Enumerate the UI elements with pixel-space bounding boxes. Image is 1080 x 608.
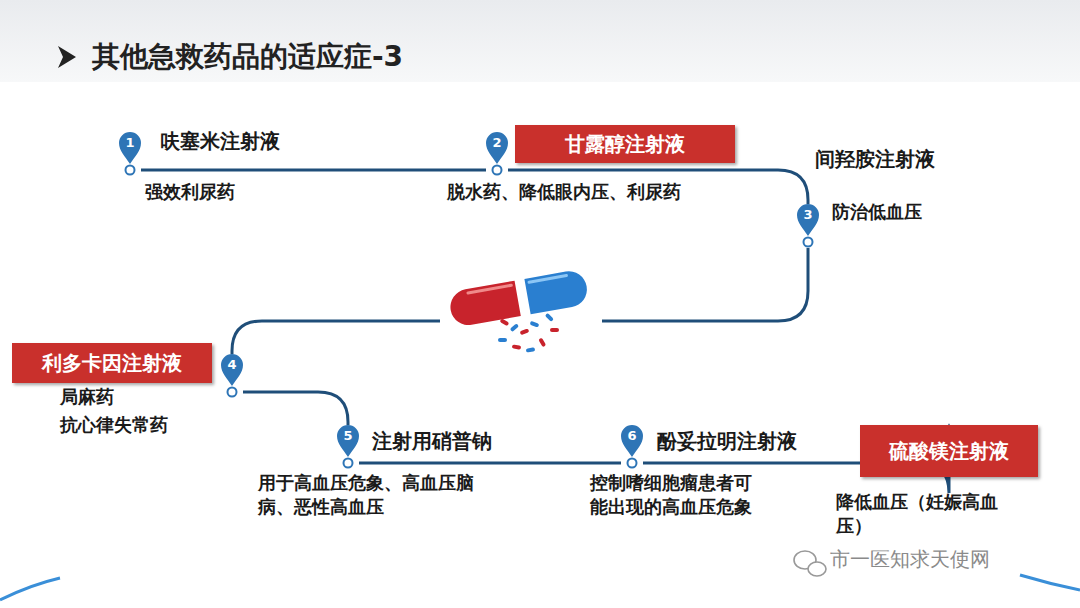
location-pin: 1 — [119, 132, 141, 176]
path-connector — [243, 392, 348, 425]
corner-swoosh — [1020, 575, 1080, 590]
indication: 脱水药、降低眼内压、利尿药 — [447, 180, 681, 204]
drug-name: 利多卡因注射液 — [42, 350, 182, 377]
drug-name: 呋塞米注射液 — [160, 128, 280, 155]
drug-name: 间羟胺注射液 — [815, 146, 935, 173]
callout-number: 4 — [221, 356, 243, 374]
title-bullet — [58, 46, 76, 68]
drug-name: 硫酸镁注射液 — [889, 438, 1009, 465]
callout-number: 6 — [621, 427, 643, 445]
callout-number: 1 — [119, 134, 141, 152]
indication: 用于高血压危象、高血压脑病、恶性高血压 — [258, 471, 482, 520]
indication: 控制嗜细胞瘤患者可能出现的高血压危象 — [590, 471, 758, 520]
slide-title: 其他急救药品的适应症-3 — [92, 38, 403, 76]
watermark: 市一医知求天使网 — [830, 546, 990, 573]
indication: 局麻药 — [60, 385, 114, 409]
callout-number: 5 — [337, 427, 359, 445]
location-pin: 2 — [486, 132, 508, 176]
location-pin: 3 — [797, 204, 819, 248]
indication: 降低血压（妊娠高血压） — [836, 490, 1006, 539]
highlight-box: 硫酸镁注射液 — [860, 425, 1038, 477]
path-connector — [141, 169, 486, 172]
callout-number: 3 — [797, 206, 819, 224]
drug-name: 甘露醇注射液 — [565, 131, 685, 158]
highlight-box: 利多卡因注射液 — [12, 343, 212, 383]
corner-swoosh — [0, 578, 60, 600]
location-pin: 4 — [221, 354, 243, 398]
highlight-box: 甘露醇注射液 — [515, 125, 735, 163]
wechat-icon — [794, 551, 826, 576]
path-connector — [359, 462, 621, 465]
title-band — [0, 0, 1080, 82]
indication: 抗心律失常药 — [60, 413, 168, 437]
location-pin: 6 — [621, 425, 643, 469]
indication: 强效利尿药 — [145, 180, 235, 204]
callout-number: 2 — [486, 134, 508, 152]
location-pin: 5 — [337, 425, 359, 469]
drug-name: 酚妥拉明注射液 — [657, 428, 797, 455]
drug-name: 注射用硝普钠 — [372, 428, 492, 455]
path-connector — [232, 248, 808, 354]
indication: 防治低血压 — [832, 200, 922, 224]
